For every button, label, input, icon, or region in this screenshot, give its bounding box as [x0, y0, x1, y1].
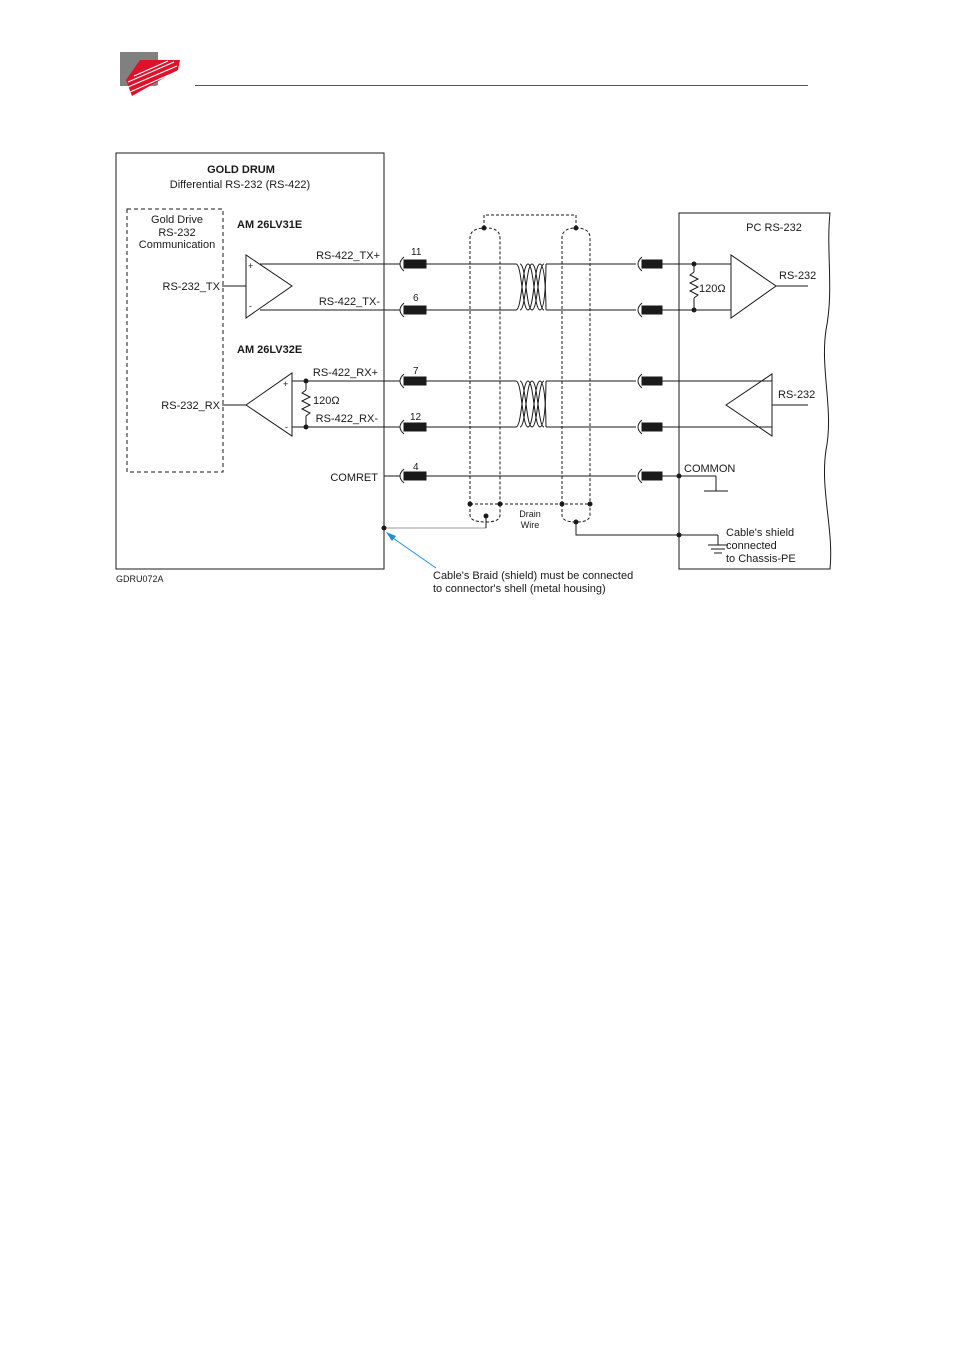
header-rule — [195, 85, 808, 86]
right-connectors — [641, 259, 663, 481]
signal-label-rx-minus: RS-422_RX- — [316, 413, 379, 425]
right-resistor-label: 120Ω — [699, 283, 726, 295]
company-logo — [118, 52, 182, 103]
pin-6: 6 — [413, 293, 419, 304]
drain-wire-label-2: Wire — [521, 520, 540, 530]
rx-output-label: RS-232_RX — [161, 400, 220, 412]
gold-drive-block — [126, 208, 224, 473]
pin-4: 4 — [413, 462, 419, 473]
common-label: COMMON — [684, 463, 735, 475]
gold-drive-label-2: RS-232 — [158, 227, 195, 239]
rx-plus-sign: + — [283, 379, 288, 389]
gold-drive-label-3: Communication — [139, 239, 215, 251]
twisted-pair-rx — [515, 380, 547, 428]
shield-note-3: to Chassis-PE — [726, 553, 796, 565]
pc-out-top: RS-232 — [779, 270, 816, 282]
pin-7: 7 — [413, 366, 419, 377]
rx-minus-sign: - — [285, 422, 288, 432]
braid-note-2: to connector's shell (metal housing) — [433, 583, 606, 595]
pc-receiver-symbol — [730, 254, 777, 319]
chip-rx-label: AM 26LV32E — [237, 344, 302, 356]
gold-drum-box — [115, 152, 385, 570]
comret-label: COMRET — [330, 472, 378, 484]
pin-12: 12 — [410, 412, 422, 423]
pc-box-title: PC RS-232 — [746, 222, 802, 234]
left-resistor-label: 120Ω — [313, 395, 340, 407]
braid-note-1: Cable's Braid (shield) must be connected — [433, 570, 633, 582]
drain-wire-label-1: Drain — [519, 509, 541, 519]
tx-minus-sign: - — [249, 301, 252, 311]
tx-plus-sign: + — [248, 261, 253, 271]
shield-note-2: connected — [726, 540, 777, 552]
shield-note-1: Cable's shield — [726, 527, 794, 539]
rx-receiver-symbol — [245, 372, 293, 437]
signal-label-rx-plus: RS-422_RX+ — [313, 367, 378, 379]
pc-box — [678, 212, 832, 570]
signal-label-tx-minus: RS-422_TX- — [319, 296, 380, 308]
tx-input-label: RS-232_TX — [163, 281, 221, 293]
pc-out-bottom: RS-232 — [778, 389, 815, 401]
pin-11: 11 — [411, 247, 422, 258]
gold-drive-label-1: Gold Drive — [151, 214, 203, 226]
chip-tx-label: AM 26LV31E — [237, 219, 302, 231]
figure-id: GDRU072A — [116, 574, 164, 584]
left-connectors — [403, 259, 427, 481]
signal-label-tx-plus: RS-422_TX+ — [316, 250, 380, 262]
left-box-title: GOLD DRUM — [207, 164, 275, 176]
left-box-subtitle: Differential RS-232 (RS-422) — [170, 179, 310, 191]
twisted-pair-tx — [515, 263, 547, 311]
